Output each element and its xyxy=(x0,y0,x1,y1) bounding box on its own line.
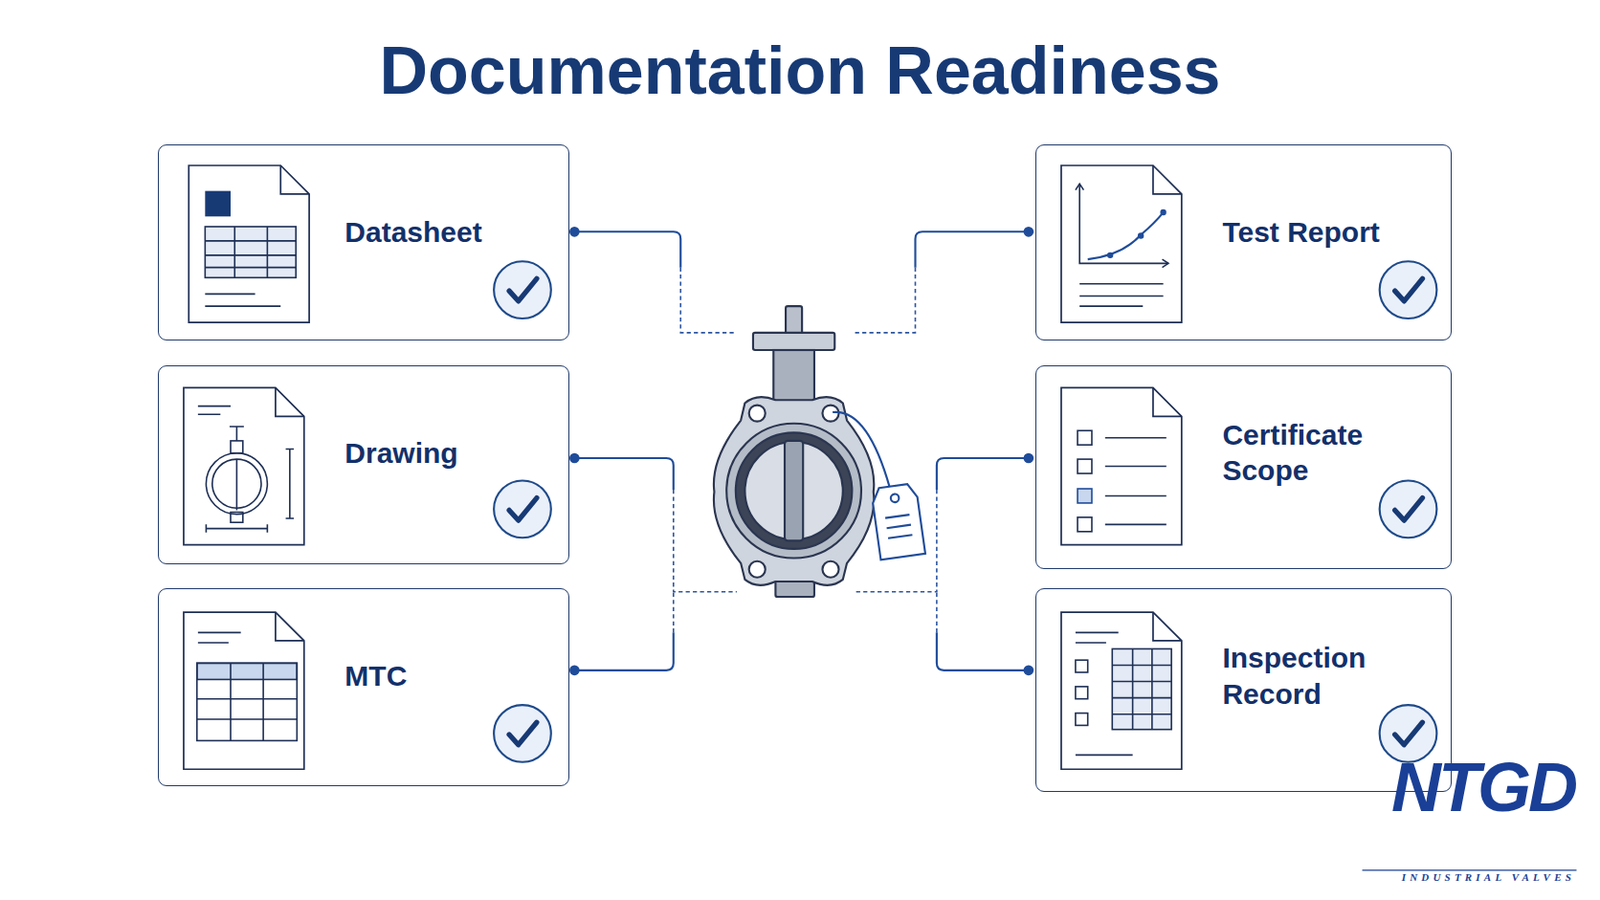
brand-tagline: INDUSTRIAL VALVES xyxy=(1401,871,1576,884)
document-card: Inspection Record xyxy=(1035,588,1452,793)
document-card: Drawing xyxy=(157,365,570,565)
document-card: Certificate Scope xyxy=(1035,365,1452,570)
card-title: Drawing xyxy=(344,435,551,472)
card-title: MTC xyxy=(344,658,551,695)
diagram-title: Documentation Readiness xyxy=(0,34,1600,109)
card-title: Certificate Scope xyxy=(1222,417,1428,489)
document-card: Datasheet xyxy=(157,144,570,341)
card-title: Test Report xyxy=(1222,214,1428,251)
document-card: MTC xyxy=(157,588,570,787)
card-title: Datasheet xyxy=(344,214,551,251)
card-title: Inspection Record xyxy=(1222,640,1428,712)
brand-logo: NTGD xyxy=(1391,750,1576,826)
document-card: Test Report xyxy=(1035,144,1452,341)
